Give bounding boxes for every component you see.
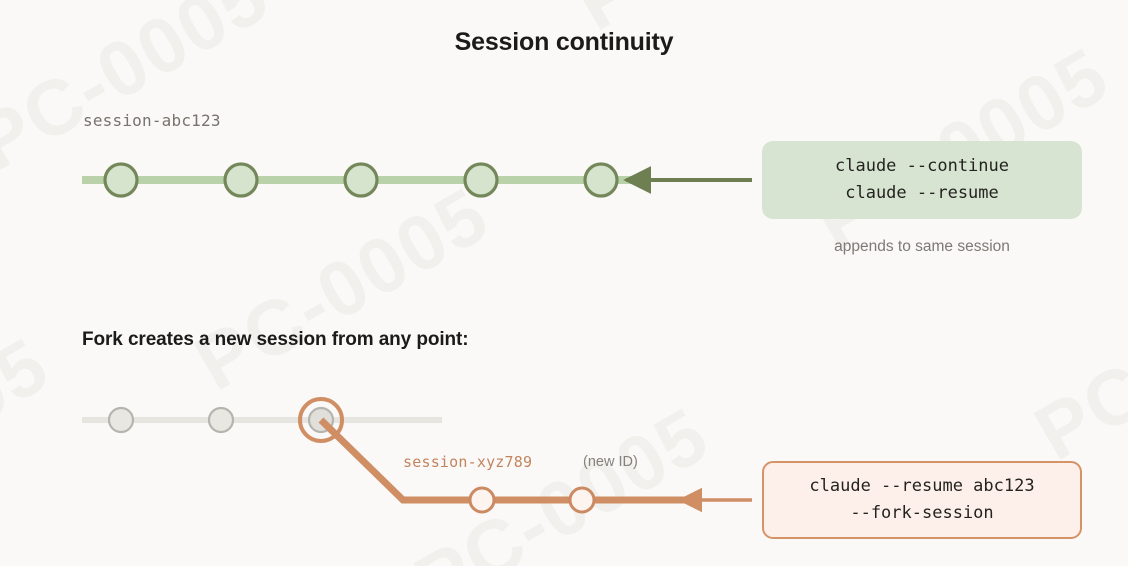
fork-base-node[interactable] bbox=[207, 406, 235, 434]
continue-command-line-2: claude --resume bbox=[845, 183, 999, 203]
continue-caption: appends to same session bbox=[834, 238, 1010, 255]
continue-command-box[interactable]: claude --continue claude --resume bbox=[762, 141, 1082, 219]
continue-command-line-1: claude --continue bbox=[835, 156, 1009, 176]
main-timeline-node[interactable] bbox=[103, 162, 139, 198]
fork-base-node[interactable] bbox=[107, 406, 135, 434]
fork-base-timeline bbox=[82, 406, 442, 434]
fork-command-box[interactable]: claude --resume abc123 --fork-session bbox=[762, 461, 1082, 539]
fork-branch bbox=[298, 397, 690, 514]
main-timeline-node[interactable] bbox=[223, 162, 259, 198]
main-timeline-node[interactable] bbox=[463, 162, 499, 198]
page-title: Session continuity bbox=[454, 28, 674, 56]
fork-branch-node[interactable] bbox=[468, 486, 496, 514]
fork-point-ring[interactable] bbox=[298, 397, 344, 443]
fork-heading: Fork creates a new session from any poin… bbox=[82, 329, 469, 350]
fork-command-line-1: claude --resume abc123 bbox=[809, 476, 1035, 496]
branch-new-id-note: (new ID) bbox=[583, 454, 638, 470]
fork-command-line-2: --fork-session bbox=[850, 503, 994, 523]
branch-session-id-label: session-xyz789 bbox=[403, 453, 533, 471]
main-timeline-node[interactable] bbox=[343, 162, 379, 198]
main-timeline-node-latest[interactable] bbox=[583, 162, 619, 198]
fork-branch-node[interactable] bbox=[568, 486, 596, 514]
session-id-label: session-abc123 bbox=[83, 111, 221, 130]
main-timeline bbox=[82, 162, 640, 198]
